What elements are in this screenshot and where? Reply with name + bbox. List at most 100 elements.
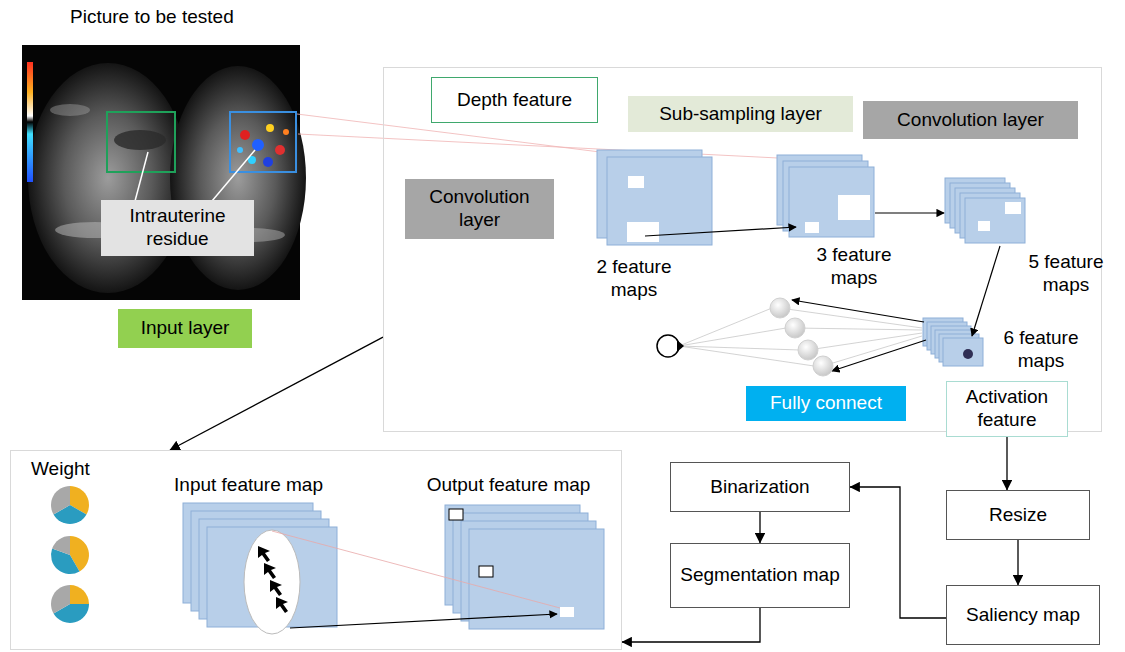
feature-flow-arrow (645, 213, 1000, 371)
fully-connected-net (795, 328, 922, 330)
process-box: Binarization (670, 462, 850, 512)
feature-map-stack (789, 167, 874, 237)
ultrasound-image (28, 63, 188, 293)
box-label: Convolution layer (410, 186, 549, 232)
box-label: Segmentation map (680, 564, 840, 587)
feature-map-stack (965, 198, 1025, 243)
box-label: Input layer (141, 317, 230, 340)
fully-connected-net (677, 340, 684, 352)
weight-pie (52, 536, 70, 555)
activation-dot (963, 349, 973, 359)
connector-arrow (850, 487, 946, 618)
convolution-window (258, 546, 270, 562)
doppler-signal (240, 130, 250, 140)
ultrasound-image (27, 62, 33, 182)
fully-connected-net (798, 340, 818, 360)
fully-connected-net (823, 336, 922, 366)
node-text: Input feature map (141, 474, 356, 497)
layer-label: Convolution layer (863, 101, 1078, 139)
box-label: Sub-sampling layer (659, 103, 822, 126)
connector-arrow (759, 512, 760, 543)
ultrasound-image (170, 66, 306, 290)
box-label: Activation feature (952, 386, 1062, 432)
receptive-field (978, 221, 990, 231)
fully-connected-net (679, 308, 772, 346)
feature-map-stack (607, 157, 712, 245)
box-label: Intrauterine residue (106, 205, 249, 251)
fully-connected-net (679, 346, 814, 366)
ultrasound-image (230, 112, 296, 172)
process-box: Saliency map (946, 585, 1100, 645)
network-panel: 2 feature maps3 feature maps5 feature ma… (383, 67, 1102, 432)
box-label: Saliency map (966, 604, 1080, 627)
convolution-detail-panel: WeightInput feature map Output feature ma… (10, 450, 622, 650)
weight-pie (51, 486, 89, 623)
convolution-window (244, 530, 300, 634)
ultrasound-image (114, 130, 166, 150)
feature-flow-arrow (972, 246, 1000, 336)
layer-label: Fully connect (746, 386, 906, 421)
box-label: Convolution layer (897, 109, 1044, 132)
convolution-window (270, 580, 282, 596)
doppler-signal (237, 124, 289, 167)
node-text: 2 feature maps (579, 256, 689, 302)
box-label: Resize (989, 504, 1047, 527)
node-text: Output feature map (396, 474, 621, 497)
node-text: 6 feature maps (986, 327, 1096, 373)
doppler-signal (237, 147, 243, 153)
output-feature-map-stack (469, 529, 604, 629)
output-cell (479, 566, 493, 577)
connector-arrow (1017, 540, 1018, 585)
fully-connected-net (657, 335, 679, 357)
receptive-field (627, 176, 1021, 242)
feature-map-stack (943, 338, 983, 366)
convolution-window (244, 530, 560, 634)
weight-pie (70, 585, 89, 604)
node-text: Weight (31, 458, 121, 481)
receptive-field (628, 176, 644, 188)
ultrasound-image (22, 45, 306, 300)
ultrasound-image: Picture to be testedIntrauterine residue (22, 45, 300, 300)
process-box: Segmentation map (670, 543, 850, 608)
fully-connected-net (657, 298, 922, 376)
feature-label: Depth feature (431, 77, 598, 123)
convolution-window (264, 563, 276, 579)
convolution-window (276, 597, 288, 613)
box-label: Depth feature (457, 89, 572, 112)
receptive-field (805, 222, 819, 233)
feature-flow-arrow (645, 227, 796, 236)
doppler-signal (275, 145, 285, 155)
box-label: Fully connect (770, 392, 882, 415)
receptive-field (627, 222, 659, 242)
fully-connected-net (785, 318, 805, 338)
receptive-field (1005, 202, 1021, 214)
node-text: Picture to be tested (70, 6, 300, 29)
layer-label: Sub-sampling layer (628, 96, 853, 132)
feature-label: Activation feature (946, 381, 1068, 437)
output-cell (449, 509, 574, 617)
convolution-window (272, 531, 560, 608)
ultrasound-image (107, 112, 175, 172)
output-cell (560, 607, 574, 617)
connector-arrow (170, 337, 383, 450)
doppler-signal (252, 139, 264, 151)
fully-connected-net (813, 356, 833, 376)
node-text: 3 feature maps (799, 244, 909, 290)
fully-connected-net (679, 308, 922, 366)
fully-connected-net (770, 298, 790, 318)
feature-flow-arrow (875, 212, 944, 213)
layer-label: Convolution layer (405, 179, 554, 239)
connector-arrow (622, 608, 760, 642)
output-cell (449, 509, 463, 520)
node-text: 5 feature maps (1011, 251, 1121, 297)
ultrasound-image (135, 152, 148, 201)
fully-connected-net (679, 346, 800, 350)
doppler-signal (263, 157, 273, 167)
doppler-signal (283, 129, 289, 135)
doppler-signal (266, 124, 274, 132)
output-feature-map-stack (445, 505, 604, 629)
convolution-window (258, 546, 288, 613)
weight-pie (51, 486, 70, 515)
ultrasound-image (50, 104, 90, 116)
